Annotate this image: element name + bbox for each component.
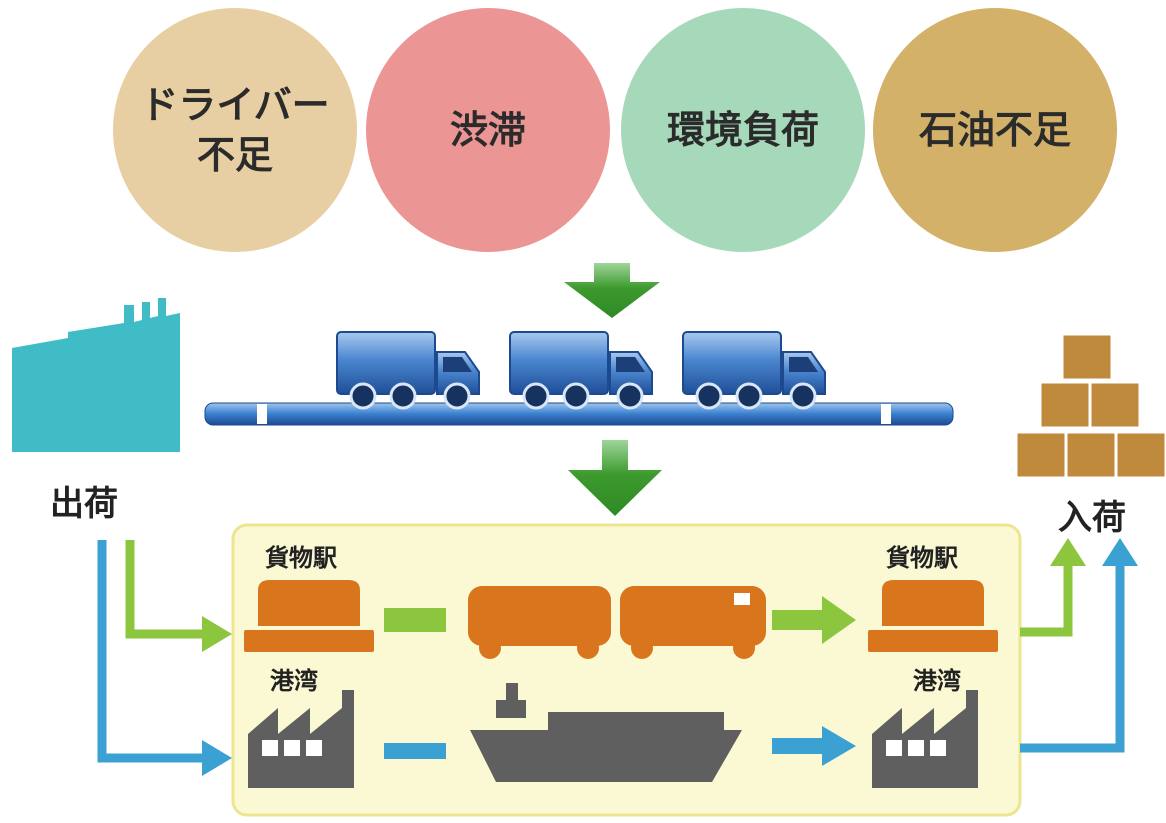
freight-station-left-label: 貨物駅 (265, 544, 337, 572)
freight-station-right-label: 貨物駅 (886, 544, 958, 572)
issue-congestion: 渋滞 (366, 8, 610, 252)
issue-oil-shortage: 石油不足 (873, 8, 1117, 252)
down-arrow-top (564, 263, 660, 318)
sea-route-right (1020, 560, 1125, 753)
shipping-label: 出荷 (50, 484, 118, 524)
port-right-label: 港湾 (913, 667, 961, 695)
sea-route-left (97, 540, 205, 763)
issue-environmental-load: 環境負荷 (621, 8, 865, 252)
issue-driver-shortage: ドライバー 不足 (113, 8, 357, 252)
truck-2 (508, 330, 654, 410)
freight-station-left-icon (244, 580, 374, 652)
truck-1 (335, 330, 481, 410)
receiving-label: 入荷 (1058, 498, 1126, 538)
truck-3 (681, 330, 827, 410)
freight-train-icon (468, 586, 766, 659)
cargo-boxes-icon (1014, 332, 1166, 480)
port-left-label: 港湾 (270, 667, 318, 695)
rail-route-right (1020, 560, 1073, 637)
freight-station-right-icon (868, 580, 998, 652)
cargo-ship-icon (470, 683, 742, 782)
rail-route-left (125, 540, 205, 639)
down-arrow-bottom (568, 440, 662, 516)
factory-icon (12, 298, 180, 452)
